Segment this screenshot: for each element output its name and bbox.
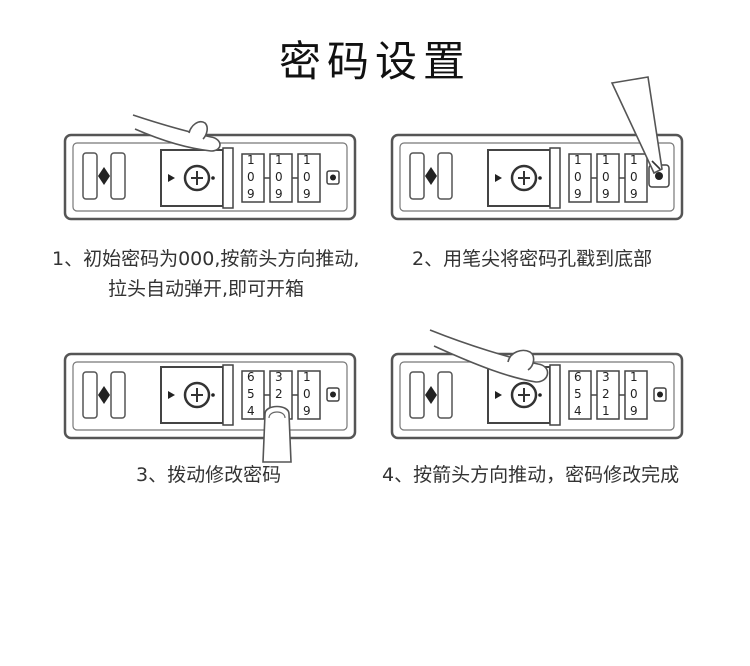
dial-wheels [568,370,648,420]
dial-digit: 6 [247,370,255,384]
lock-panel-step-3: 6 5 4 3 2 1 1 0 9 [63,352,363,463]
dial-digit: 9 [602,187,610,201]
dial-digit: 2 [602,387,610,401]
lock-panel-step-1: 1 0 9 1 0 9 1 0 9 [63,114,363,228]
dial-digit: 9 [303,404,311,418]
dial-digit: 9 [303,187,311,201]
zipper-pull-icon [82,152,126,200]
dial-digit: 5 [574,387,582,401]
key-lock-icon [160,147,234,209]
zipper-pull-icon [409,371,453,419]
dial-digit: 4 [247,404,255,418]
dial-digit: 0 [574,170,582,184]
reset-hole-icon [326,170,340,185]
dial-digit: 1 [303,370,311,384]
dial-digit: 1 [630,153,638,167]
dial-digit: 4 [574,404,582,418]
dial-digit: 3 [275,370,283,384]
lock-illustration [63,114,357,221]
step-3-caption: 3、拨动修改密码 [136,460,281,490]
zipper-pull-icon [82,371,126,419]
step-number: 2、 [412,248,444,270]
dial-digit: 1 [247,153,255,167]
reset-hole-icon [326,387,340,402]
lock-panel-step-4: 6 5 4 3 2 1 1 0 9 [390,329,690,447]
step-text: 拨动修改密码 [167,464,282,486]
lock-illustration [390,76,684,221]
lock-illustration [390,329,684,440]
dial-digit: 0 [247,170,255,184]
step-1-caption: 1、初始密码为000,按箭头方向推动, 拉头自动弹开,即可开箱 [52,244,359,304]
dial-digit: 1 [602,404,610,418]
step-number: 3、 [136,464,168,486]
dial-digit: 9 [275,187,283,201]
dial-digit: 0 [303,170,311,184]
key-lock-icon [160,364,234,426]
dial-digit: 9 [630,404,638,418]
dial-digit: 9 [247,187,255,201]
pen-tip-icon [610,76,663,175]
dial-digit: 1 [574,153,582,167]
dial-digit: 9 [574,187,582,201]
dial-digit: 3 [602,370,610,384]
page-title: 密码设置 [278,37,471,86]
dial-digit: 1 [630,370,638,384]
step-text-line1: 初始密码为000,按箭头方向推动, [83,248,360,270]
dial-digit: 1 [275,153,283,167]
reset-hole-icon [653,387,667,402]
step-text: 用笔尖将密码孔戳到底部 [443,248,653,270]
finger-icon [132,114,221,152]
dial-digit: 0 [602,170,610,184]
finger-icon [429,329,549,383]
dial-digit: 0 [630,170,638,184]
dial-digit: 1 [602,153,610,167]
finger-icon [262,405,292,463]
step-number: 4、 [382,464,414,486]
dial-digit: 0 [303,387,311,401]
key-lock-icon [487,147,561,209]
dial-wheels [568,153,648,203]
step-number: 1、 [52,248,84,270]
dial-digit: 9 [630,187,638,201]
zipper-pull-icon [409,152,453,200]
dial-digit: 0 [630,387,638,401]
dial-digit: 0 [275,170,283,184]
step-text-line2: 拉头自动弹开,即可开箱 [108,278,305,300]
dial-digit: 2 [275,387,283,401]
step-4-caption: 4、按箭头方向推动，密码修改完成 [382,460,679,490]
dial-digit: 6 [574,370,582,384]
dial-wheels [241,153,321,203]
step-text: 按箭头方向推动，密码修改完成 [413,464,680,486]
step-2-caption: 2、用笔尖将密码孔戳到底部 [412,244,652,274]
lock-panel-step-2: 1 0 9 1 0 9 1 0 9 [390,76,690,228]
dial-digit: 5 [247,387,255,401]
dial-digit: 1 [303,153,311,167]
